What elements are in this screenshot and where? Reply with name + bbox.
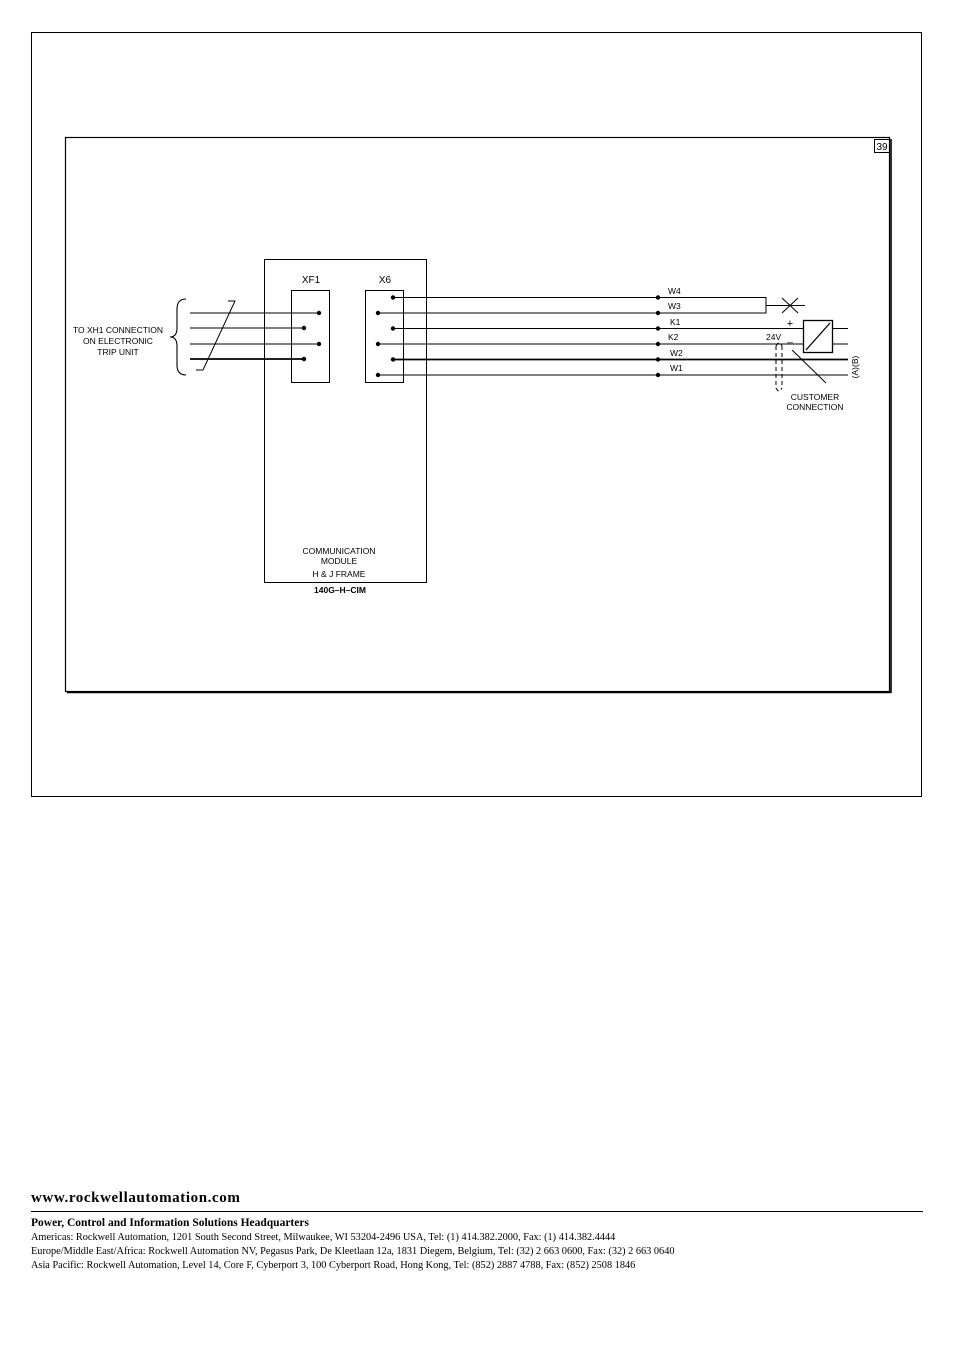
wiring-diagram: 39 TO XH1 CONNECTION ON ELECTRONIC TRIP … — [64, 136, 892, 694]
headquarters-heading: Power, Control and Information Solutions… — [31, 1217, 309, 1229]
connector-x6 — [365, 290, 404, 383]
wire-label-w4: W4 — [668, 286, 681, 296]
cable-bundle-slash — [196, 300, 236, 371]
customer-label-line-2: CONNECTION — [786, 402, 843, 412]
connector-x6-label: X6 — [379, 275, 392, 286]
address-americas: Americas: Rockwell Automation, 1201 Sout… — [31, 1232, 616, 1243]
figure-number-box — [874, 139, 890, 153]
left-brace — [169, 298, 187, 376]
address-asia-pacific: Asia Pacific: Rockwell Automation, Level… — [31, 1260, 636, 1271]
wire-label-w3: W3 — [668, 301, 681, 311]
module-label-line-2: MODULE — [321, 556, 358, 566]
drawing-frame — [64, 136, 891, 693]
connector-xf1 — [291, 290, 330, 383]
left-note-line-1: TO XH1 CONNECTION — [73, 325, 163, 335]
page-frame — [31, 32, 922, 797]
module-label-line-1: COMMUNICATION — [302, 546, 375, 556]
catalog-number: 140G–H–CIM — [314, 585, 366, 595]
wire-label-k2: K2 — [668, 332, 679, 342]
wire-label-w2: W2 — [670, 348, 683, 358]
connector-xf1-label: XF1 — [302, 275, 321, 286]
address-emea: Europe/Middle East/Africa: Rockwell Auto… — [31, 1246, 675, 1257]
supply-minus: _ — [786, 333, 793, 344]
figure-number: 39 — [876, 142, 888, 153]
website-link[interactable]: www.rockwellautomation.com — [31, 1190, 241, 1206]
footer: www.rockwellautomation.com Power, Contro… — [31, 1190, 923, 1273]
bus-label: (A)(B) — [850, 356, 860, 379]
module-label-line-3: H & J FRAME — [313, 569, 366, 579]
footer-divider — [31, 1211, 923, 1212]
supply-plus: + — [787, 318, 793, 330]
supply-voltage: 24V — [766, 332, 781, 342]
shield-symbol — [775, 342, 783, 392]
wire-label-w1: W1 — [670, 363, 683, 373]
customer-label-line-1: CUSTOMER — [791, 392, 840, 402]
wire-label-k1: K1 — [670, 317, 681, 327]
left-note-line-3: TRIP UNIT — [97, 347, 138, 357]
left-note-line-2: ON ELECTRONIC — [83, 336, 153, 346]
communication-module — [264, 259, 427, 583]
